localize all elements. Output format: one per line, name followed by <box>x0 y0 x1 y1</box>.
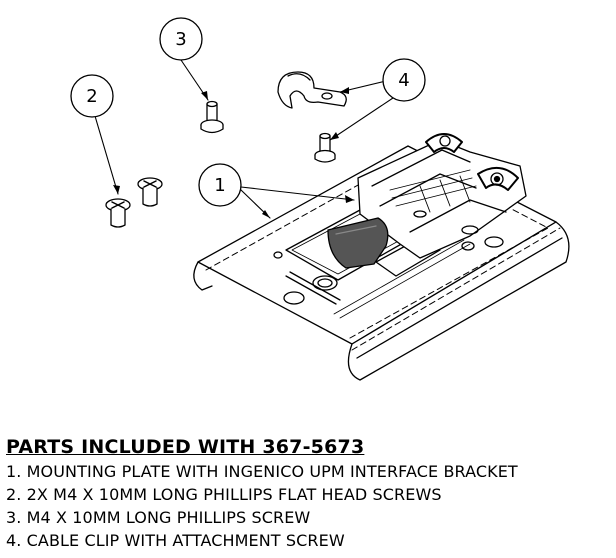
exploded-assembly-drawing: 1 2 3 4 <box>70 17 570 381</box>
parts-list-item: 3. M4 X 10MM LONG PHILLIPS SCREW <box>6 508 311 527</box>
callout-number-1: 1 <box>214 175 225 196</box>
parts-list: 1. MOUNTING PLATE WITH INGENICO UPM INTE… <box>6 460 614 552</box>
callout-circle-1 <box>198 163 242 207</box>
callout-number-4: 4 <box>398 70 409 91</box>
callout-number-3: 3 <box>175 29 186 50</box>
callout-number-2: 2 <box>86 86 97 107</box>
parts-list-item: 1. MOUNTING PLATE WITH INGENICO UPM INTE… <box>6 462 518 481</box>
cable-clip-screw <box>314 132 336 163</box>
phillips-screw <box>200 100 224 134</box>
parts-list-title: PARTS INCLUDED WITH 367-5673 <box>6 436 365 458</box>
cable-clip-part <box>277 71 347 109</box>
callout-circle-4 <box>382 58 426 102</box>
parts-included-section: PARTS INCLUDED WITH 367-5673 1. MOUNTING… <box>6 436 614 552</box>
parts-list-item: 2. 2X M4 X 10MM LONG PHILLIPS FLAT HEAD … <box>6 485 442 504</box>
callout-circle-2 <box>70 74 114 118</box>
flat-head-screw-pair <box>105 177 163 228</box>
upm-interface-bracket <box>327 133 527 269</box>
callout-circle-3 <box>159 17 203 61</box>
parts-list-item: 4. CABLE CLIP WITH ATTACHMENT SCREW <box>6 531 345 550</box>
